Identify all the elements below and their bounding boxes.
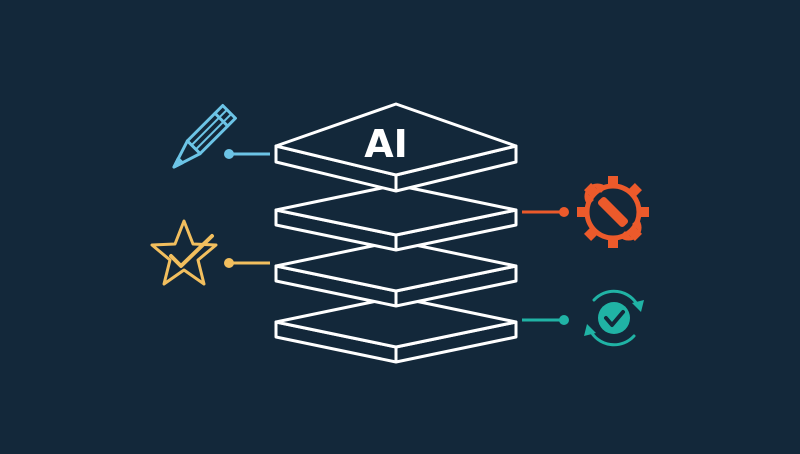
- connector-star: [224, 258, 270, 268]
- stack-layer-1: [274, 102, 518, 193]
- connector-cycle: [522, 315, 569, 325]
- stack-layer-3: [274, 239, 518, 308]
- cycle-check-icon: [584, 289, 644, 347]
- connector-pencil: [224, 149, 270, 159]
- gear-wrench-icon: [577, 176, 649, 248]
- stack-layer-4: [274, 295, 518, 364]
- layer-stack: [274, 102, 518, 364]
- pencil-icon: [172, 104, 237, 169]
- star-check-icon: [150, 219, 218, 286]
- connector-gear: [522, 207, 569, 217]
- stack-label: AI: [364, 122, 408, 166]
- stack-layer-2: [274, 183, 518, 252]
